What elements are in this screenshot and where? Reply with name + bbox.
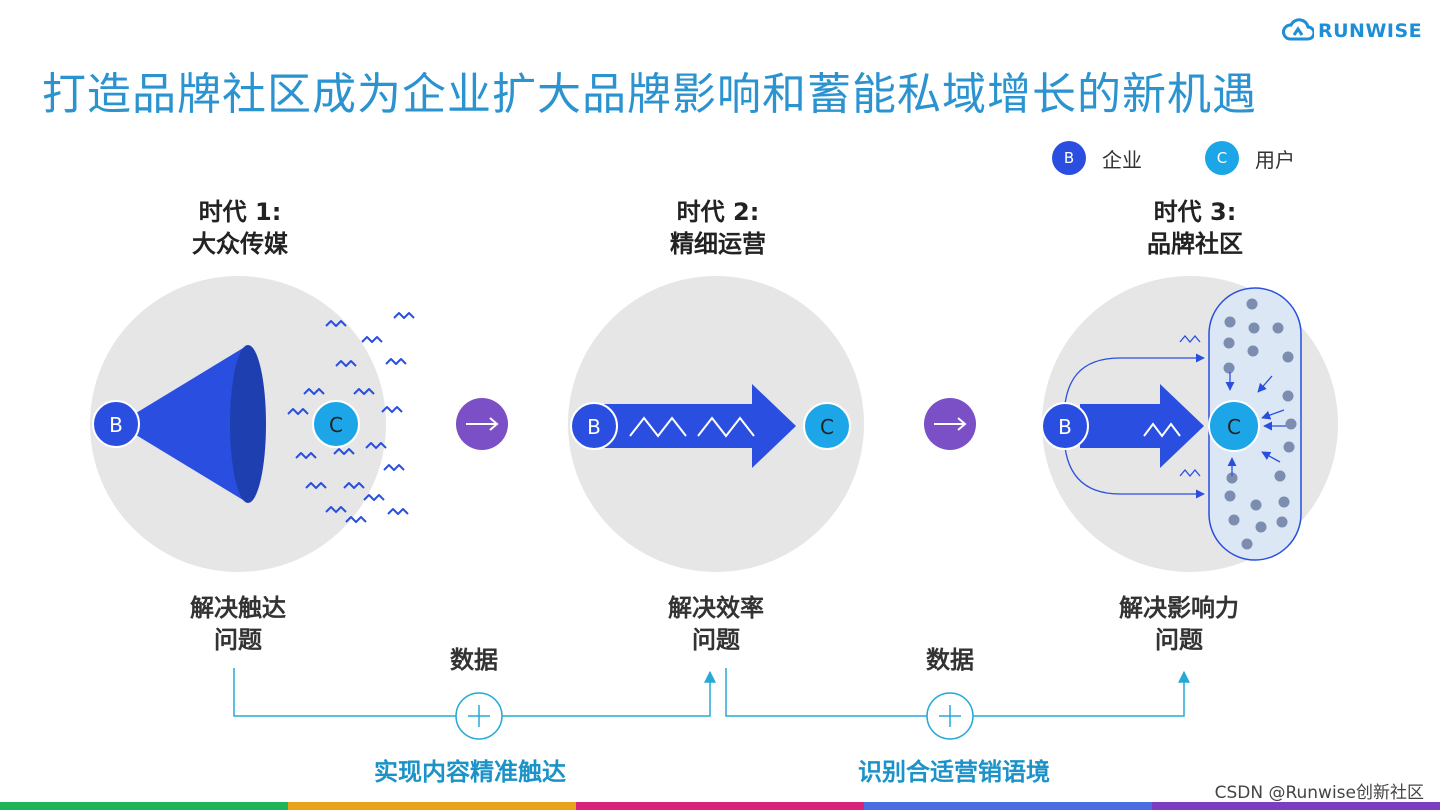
era-1-diagram: B C — [90, 276, 415, 572]
scattered-signal-waves — [287, 312, 415, 523]
targeted-arrow-icon — [590, 384, 796, 468]
data-label-1: 数据 — [450, 646, 498, 674]
legend-b-badge: B — [1052, 141, 1086, 175]
era-1-name: 大众传媒 — [192, 230, 288, 258]
era-2-name: 精细运营 — [670, 230, 766, 258]
era-2-heading: 时代 2: 精细运营 — [608, 196, 828, 260]
era-3-heading: 时代 3: 品牌社区 — [1085, 196, 1305, 260]
brand-logo-text: RUNWISE — [1318, 20, 1423, 42]
era-3-diagram: B C — [1041, 276, 1338, 572]
era-3-signal-wave — [1143, 422, 1181, 438]
era-3-solves-line1: 解决影响力 — [1119, 594, 1239, 622]
legend-enterprise: B 企业 — [1052, 140, 1142, 176]
era-2-enterprise-node — [570, 402, 618, 450]
era-3-c-label: C — [1227, 415, 1241, 439]
era-2-solves-line1: 解决效率 — [668, 594, 764, 622]
era-2-diagram: B C — [568, 276, 864, 572]
era-1-solves-line2: 问题 — [214, 626, 262, 654]
footer-segment-blue — [864, 802, 1152, 810]
cloud-logo-icon — [1282, 18, 1314, 41]
era-1-enterprise-node — [92, 400, 140, 448]
data-label-2: 数据 — [926, 646, 974, 674]
era-2-b-label: B — [587, 415, 601, 439]
era-1-solves: 解决触达 问题 — [138, 592, 338, 656]
era-1-solves-line1: 解决触达 — [190, 594, 286, 622]
era-2-signal-wave — [629, 416, 755, 438]
plus-icon-1 — [455, 692, 503, 740]
era-3-name: 品牌社区 — [1147, 230, 1243, 258]
footer-segment-green — [0, 802, 288, 810]
result-label-2: 识别合适营销语境 — [858, 758, 1050, 786]
era-3-solves: 解决影响力 问题 — [1079, 592, 1279, 656]
result-label-1: 实现内容精准触达 — [374, 758, 566, 786]
footer-color-bar — [0, 802, 1440, 810]
community-member-dots — [1223, 298, 1297, 550]
transition-arrow-2-icon — [924, 398, 976, 450]
era-3-number: 时代 3: — [1153, 198, 1237, 226]
era-2-solves: 解决效率 问题 — [616, 592, 816, 656]
era-3-b-label: B — [1058, 415, 1072, 439]
era-1-heading: 时代 1: 大众传媒 — [130, 196, 350, 260]
broadcast-megaphone-icon — [118, 345, 266, 503]
legend-enterprise-label: 企业 — [1102, 147, 1142, 172]
plus-icon-2 — [926, 692, 974, 740]
era-1-user-node — [312, 400, 360, 448]
era-2-number: 时代 2: — [676, 198, 760, 226]
legend-c-badge: C — [1205, 141, 1239, 175]
brand-logo: RUNWISE — [1282, 14, 1422, 48]
era-1-number: 时代 1: — [198, 198, 282, 226]
era-1-c-label: C — [329, 413, 343, 437]
era-3-user-node — [1208, 400, 1260, 452]
legend-user: C 用户 — [1205, 140, 1295, 176]
watermark: CSDN @Runwise创新社区 — [1214, 783, 1424, 803]
transition-arrow-1-icon — [456, 398, 508, 450]
footer-segment-purple — [1152, 802, 1440, 810]
page-title: 打造品牌社区成为企业扩大品牌影响和蓄能私域增长的新机遇 — [42, 69, 1257, 120]
era-3-enterprise-node — [1041, 402, 1089, 450]
era-1-b-label: B — [109, 413, 123, 437]
era-2-c-label: C — [820, 415, 834, 439]
era-3-solves-line2: 问题 — [1155, 626, 1203, 654]
inward-influence-arrows — [1225, 372, 1286, 476]
era-2-user-node — [803, 402, 851, 450]
community-arrow-icon — [1080, 384, 1204, 468]
era-2-solves-line2: 问题 — [692, 626, 740, 654]
footer-segment-orange — [288, 802, 576, 810]
footer-segment-magenta — [576, 802, 864, 810]
legend-user-label: 用户 — [1255, 147, 1295, 172]
